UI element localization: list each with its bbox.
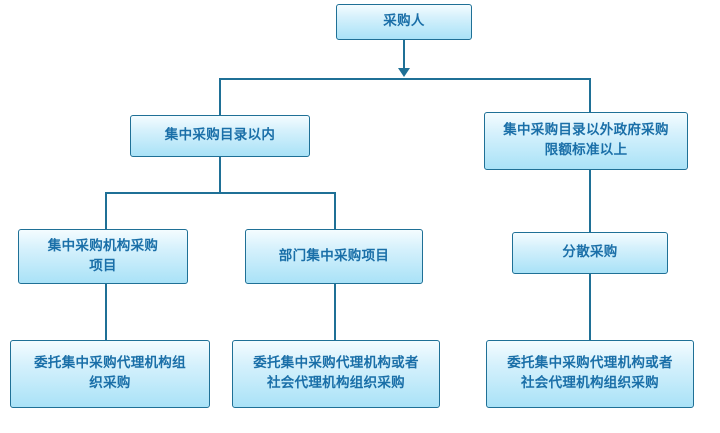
node-entrust-central-or-social-mid[interactable]: 委托集中采购代理机构或者 社会代理机构组织采购	[232, 340, 440, 408]
node-root[interactable]: 采购人	[336, 4, 472, 40]
node-decentralized[interactable]: 分散采购	[512, 232, 668, 274]
node-entrust-central-or-social-right[interactable]: 委托集中采购代理机构或者 社会代理机构组织采购	[486, 340, 694, 408]
connector-decentralized-to-entrust	[589, 274, 591, 340]
connector-bus-level1	[219, 78, 590, 80]
node-outside-catalog-label: 集中采购目录以外政府采购 限额标准以上	[503, 122, 669, 158]
connector-outside-catalog-to-decentralized	[589, 170, 591, 232]
node-entrust-central-or-social-right-label: 委托集中采购代理机构或者 社会代理机构组织采购	[507, 355, 673, 391]
connector-bus-to-dept-central-project	[334, 192, 336, 229]
connector-central-agency-to-entrust	[105, 284, 107, 340]
node-central-agency-project[interactable]: 集中采购机构采购 项目	[18, 229, 188, 284]
node-entrust-central-agency[interactable]: 委托集中采购代理机构组 织采购	[10, 340, 210, 408]
node-within-catalog[interactable]: 集中采购目录以内	[130, 115, 310, 157]
connector-bus-to-outside-catalog	[589, 78, 591, 112]
connector-within-catalog-stem	[219, 157, 221, 193]
connector-root-stem	[403, 40, 405, 70]
connector-bus-to-within-catalog	[219, 78, 221, 115]
connector-bus-level2	[105, 192, 335, 194]
node-root-label: 采购人	[383, 13, 425, 30]
node-decentralized-label: 分散采购	[562, 244, 618, 261]
node-central-agency-project-label: 集中采购机构采购 项目	[47, 237, 159, 274]
node-entrust-central-agency-label: 委托集中采购代理机构组 织采购	[34, 355, 186, 391]
node-within-catalog-label: 集中采购目录以内	[164, 127, 276, 144]
node-dept-central-project-label: 部门集中采购项目	[278, 247, 390, 264]
arrowhead-root-to-bus	[398, 68, 410, 77]
node-dept-central-project[interactable]: 部门集中采购项目	[245, 229, 423, 284]
node-outside-catalog[interactable]: 集中采购目录以外政府采购 限额标准以上	[484, 112, 688, 170]
connector-dept-central-to-entrust	[334, 284, 336, 340]
connector-bus-to-central-agency-project	[105, 192, 107, 229]
node-entrust-central-or-social-mid-label: 委托集中采购代理机构或者 社会代理机构组织采购	[253, 355, 419, 391]
